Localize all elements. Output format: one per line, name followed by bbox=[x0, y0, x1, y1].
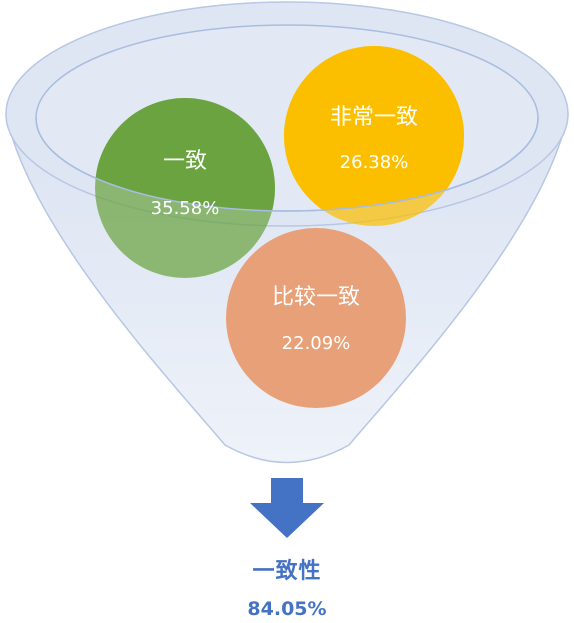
result-label: 一致性 bbox=[252, 559, 322, 584]
bubble-3-name: 比较一致 bbox=[272, 285, 360, 310]
result-value: 84.05% bbox=[247, 598, 327, 620]
bubble-1-name: 一致 bbox=[163, 149, 207, 174]
bubble-2-value: 26.38% bbox=[340, 152, 409, 173]
bubble-2-name: 非常一致 bbox=[330, 105, 418, 130]
bubble-1-value: 35.58% bbox=[151, 198, 220, 219]
bubble-bijiao-yizhi bbox=[226, 228, 406, 408]
bubble-3-value: 22.09% bbox=[282, 333, 351, 354]
down-arrow-icon bbox=[250, 478, 324, 538]
